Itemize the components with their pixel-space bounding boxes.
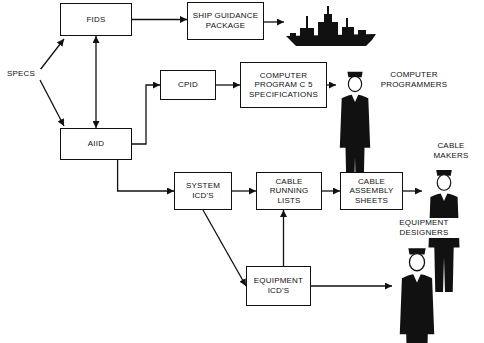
process-box: CABLE ASSEMBLY SHEETS <box>340 172 403 210</box>
leader-arrow <box>327 84 336 85</box>
process-box: SYSTEM ICD'S <box>174 172 232 210</box>
process-box: AIID <box>60 128 132 160</box>
role-label: CABLE MAKERS <box>422 141 480 161</box>
flow-arrow <box>283 210 284 266</box>
flow-arrow <box>95 36 96 128</box>
flow-arrow <box>232 190 256 191</box>
flow-arrow <box>203 210 246 286</box>
leader-arrow <box>403 190 422 191</box>
specs-arrow <box>40 80 64 126</box>
process-box: SHIP GUIDANCE PACKAGE <box>187 2 264 40</box>
box-text: CABLE ASSEMBLY SHEETS <box>344 177 399 206</box>
specs-arrow <box>40 39 64 70</box>
process-box: CPID <box>160 70 216 100</box>
process-box: FIDS <box>60 3 132 36</box>
box-text: CABLE RUNNING LISTS <box>260 177 318 206</box>
box-text: FIDS <box>86 15 105 25</box>
flow-arrow <box>118 160 174 191</box>
box-text: SYSTEM ICD'S <box>178 181 228 200</box>
process-box: COMPUTER PROGRAM C 5 SPECIFICATIONS <box>240 62 327 108</box>
flow-arrow <box>216 84 240 85</box>
box-text: CPID <box>178 80 198 90</box>
leader-arrow <box>311 285 392 286</box>
box-text: SHIP GUIDANCE PACKAGE <box>191 11 260 30</box>
role-label: COMPUTER PROGRAMMERS <box>374 70 454 90</box>
box-text: EQUIPMENT ICD'S <box>250 276 307 295</box>
flow-arrow <box>322 190 340 191</box>
box-text: COMPUTER PROGRAM C 5 SPECIFICATIONS <box>244 71 323 100</box>
process-box: CABLE RUNNING LISTS <box>256 172 322 210</box>
designer-figure <box>400 248 434 343</box>
role-label: EQUIPMENT DESIGNERS <box>384 218 464 238</box>
leader-arrow <box>264 21 284 22</box>
ship-illustration <box>286 6 376 46</box>
box-text: AIID <box>88 139 104 149</box>
flow-arrow <box>132 85 160 144</box>
flow-arrow <box>132 19 187 20</box>
role-label: SPECS <box>1 69 41 79</box>
process-box: EQUIPMENT ICD'S <box>246 266 311 306</box>
